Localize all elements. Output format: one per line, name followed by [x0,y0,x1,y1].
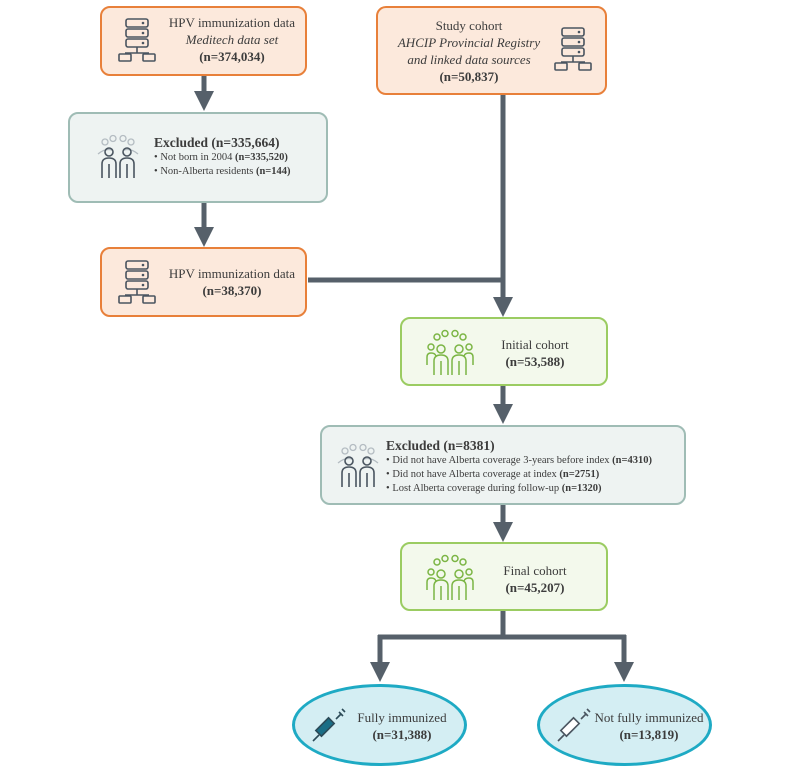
exclusion-item: • Did not have Alberta coverage 3-years … [386,455,652,466]
study-cohort-source-line1: AHCIP Provincial Registry [397,35,541,50]
database-server-icon [118,260,156,304]
hpv-source-box: HPV immunization data Meditech data set … [100,6,307,76]
hpv-eligible-title: HPV immunization data [168,266,296,281]
people-group-icon [426,554,474,600]
final-cohort-count: (n=45,207) [505,580,565,595]
study-cohort-source-line2: and linked data sources [407,52,531,67]
database-server-icon [554,27,592,71]
exclusion-item: • Not born in 2004 (n=335,520) [154,152,288,163]
final-cohort-box: Final cohort (n=45,207) [400,542,608,611]
not-fully-immunized-title: Not fully immunized [594,710,704,725]
excluded-births-title: Excluded (n=335,664) [154,135,280,150]
hpv-source-title: HPV immunization data [168,15,296,30]
fully-immunized-oval: Fully immunized (n=31,388) [292,684,467,766]
hpv-eligible-count: (n=38,370) [202,283,262,298]
hpv-source-count: (n=374,034) [199,49,265,64]
exclusion-item: • Non-Alberta residents (n=144) [154,166,291,177]
initial-cohort-box: Initial cohort (n=53,588) [400,317,608,386]
study-cohort-count: (n=50,837) [439,69,499,84]
people-group-icon [426,329,474,375]
not-fully-immunized-count: (n=13,819) [619,727,679,742]
not-fully-immunized-oval: Not fully immunized (n=13,819) [537,684,712,766]
study-cohort-box: Study cohort AHCIP Provincial Registry a… [376,6,607,95]
people-group-icon [337,443,379,487]
syringe-icon [557,708,591,742]
excluded-coverage-box: Excluded (n=8381) • Did not have Alberta… [320,425,686,505]
database-server-icon [118,18,156,62]
initial-cohort-count: (n=53,588) [505,354,565,369]
study-cohort-title: Study cohort [435,18,503,33]
people-group-icon [97,134,139,178]
hpv-source-subtitle: Meditech data set [185,32,279,47]
exclusion-item: • Lost Alberta coverage during follow-up… [386,483,602,494]
excluded-births-box: Excluded (n=335,664) • Not born in 2004 … [68,112,328,203]
fully-immunized-count: (n=31,388) [372,727,432,742]
exclusion-item: • Did not have Alberta coverage at index… [386,469,600,480]
syringe-icon [312,708,346,742]
excluded-coverage-title: Excluded (n=8381) [386,438,495,453]
initial-cohort-title: Initial cohort [501,337,569,352]
hpv-eligible-box: HPV immunization data (n=38,370) [100,247,307,317]
final-cohort-title: Final cohort [503,563,567,578]
fully-immunized-title: Fully immunized [357,710,447,725]
